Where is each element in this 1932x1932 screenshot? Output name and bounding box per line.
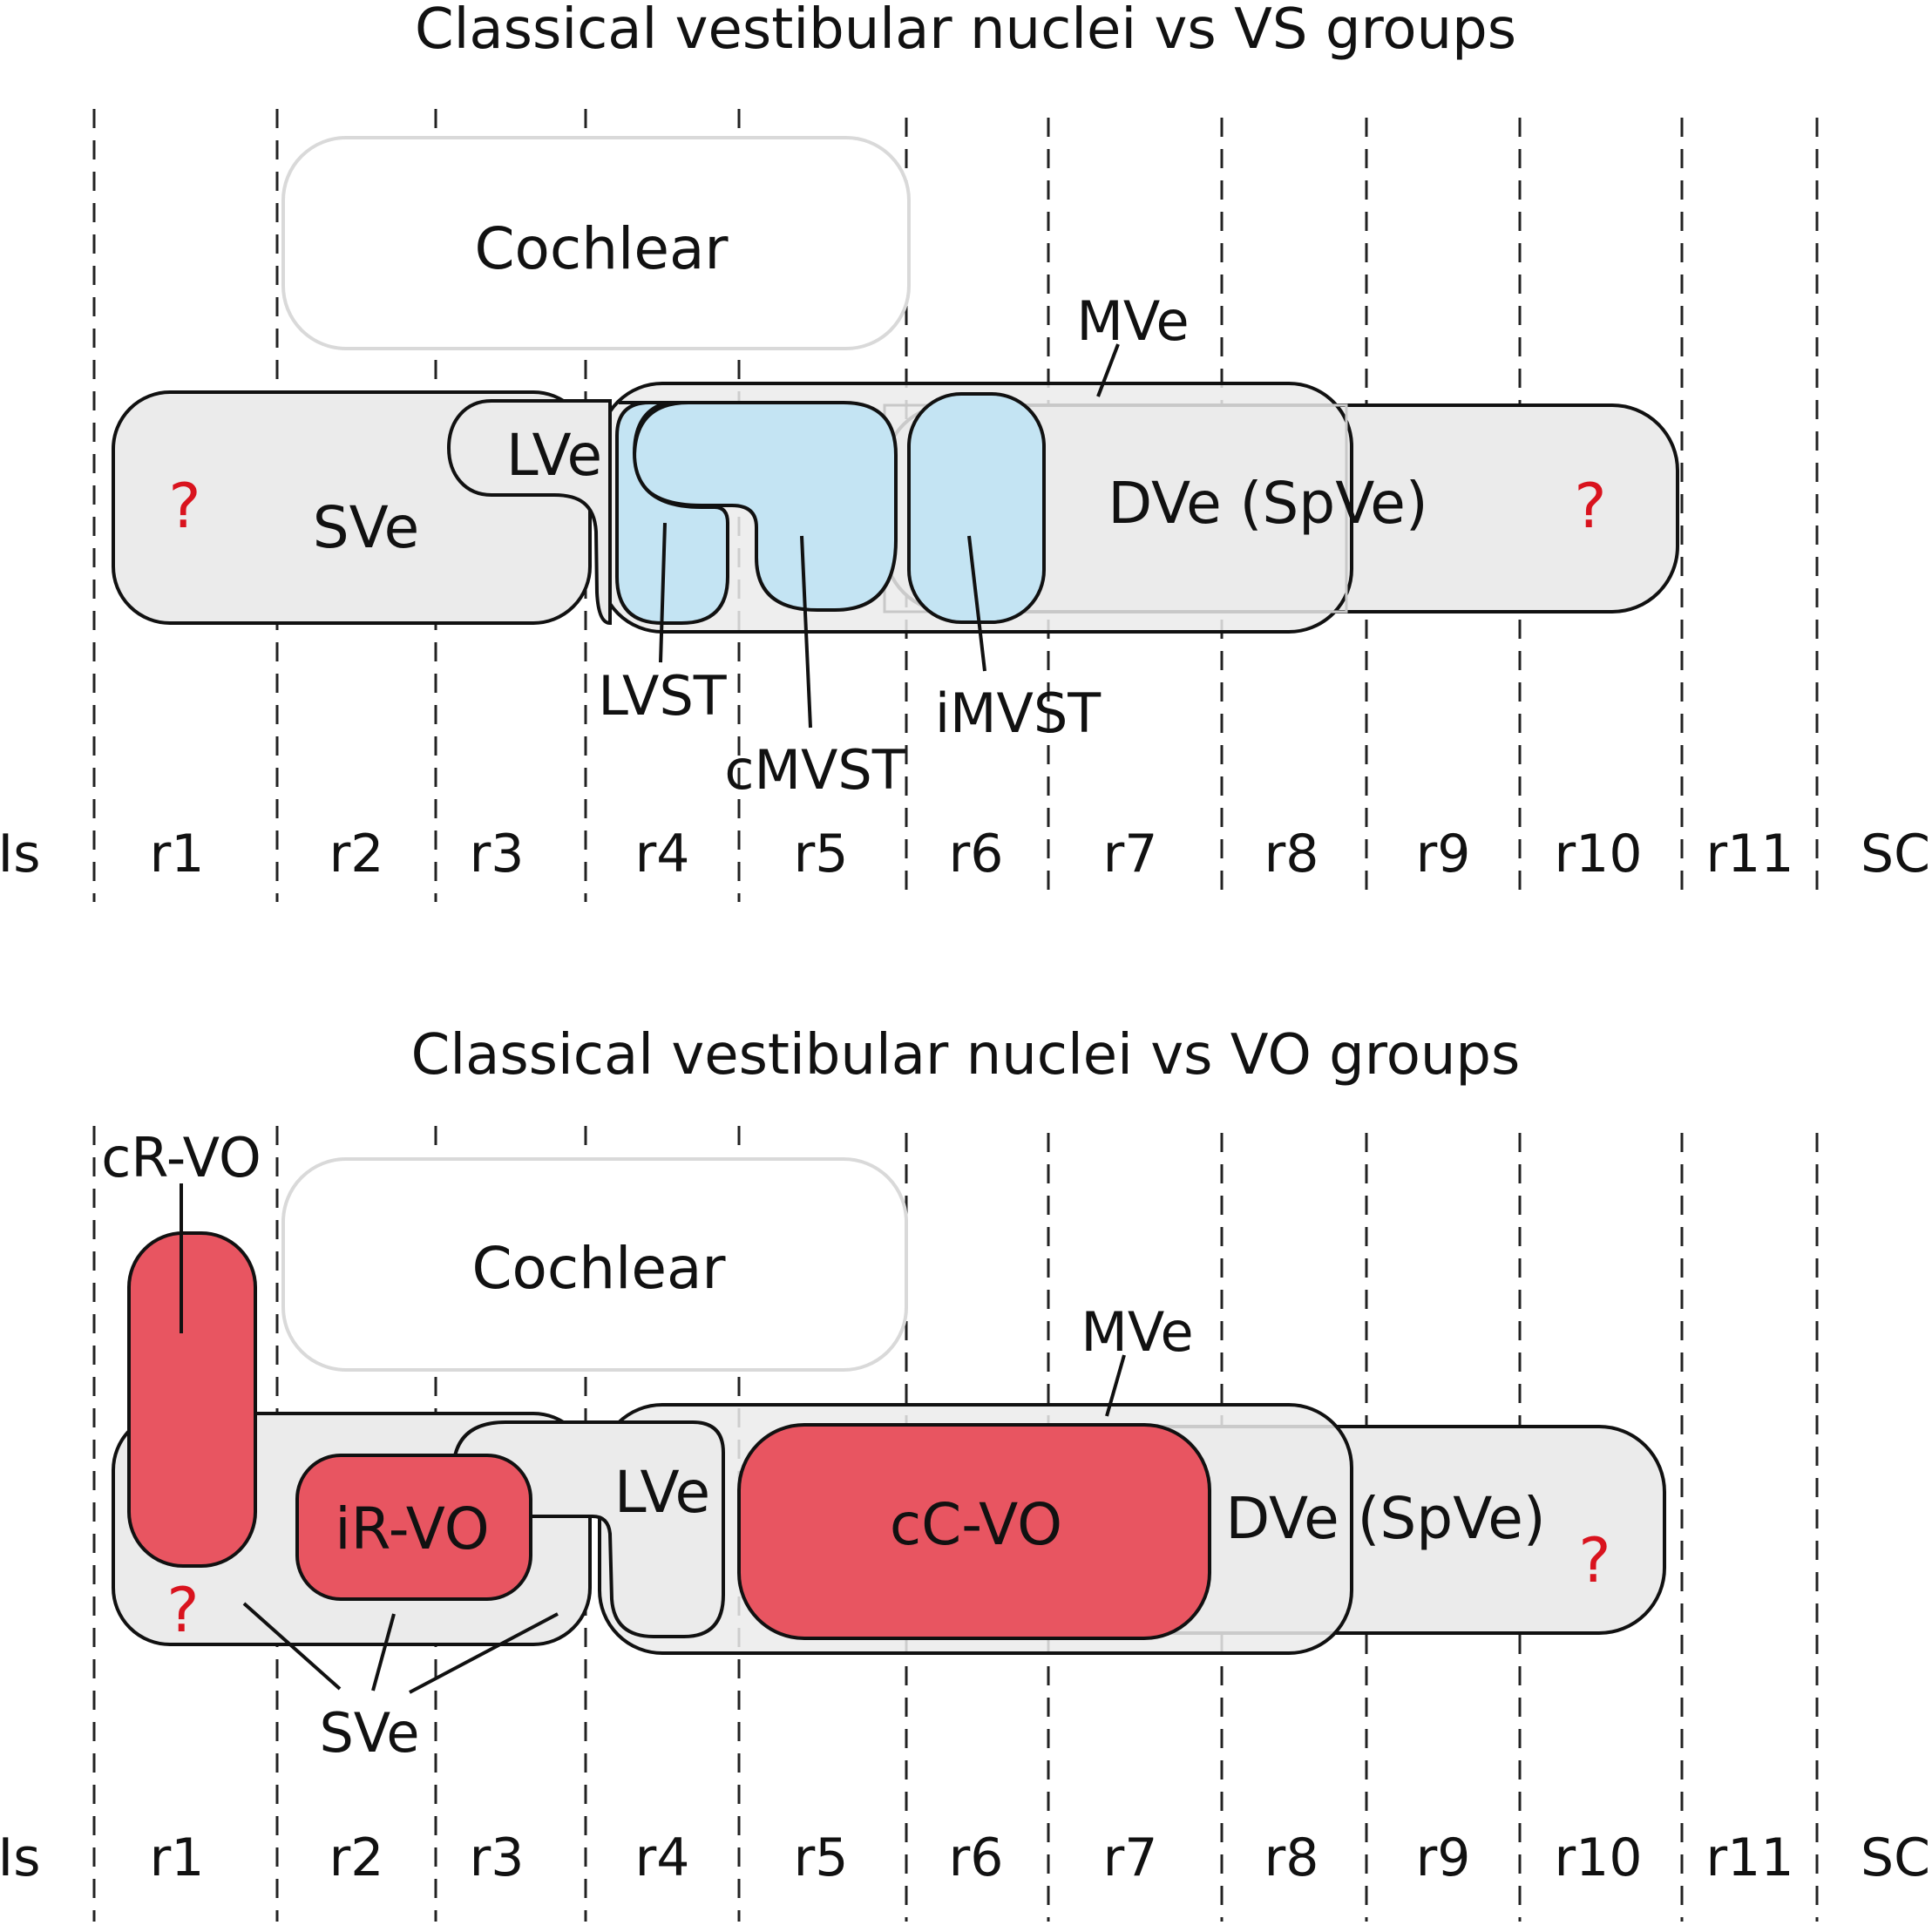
segment-label: r4 [635, 824, 690, 885]
segment-label: r10 [1554, 824, 1642, 885]
segment-label: r6 [949, 1827, 1004, 1888]
cochlear-label: Cochlear [474, 215, 729, 282]
panel-vo-title: Classical vestibular nuclei vs VO groups [411, 1023, 1521, 1088]
segment-label: r7 [1103, 1827, 1158, 1888]
lvst-label: LVST [598, 664, 727, 728]
segment-label: r6 [949, 824, 1004, 885]
segment-label: r1 [150, 1827, 205, 1888]
sve-label: SVe [313, 494, 420, 561]
lve-nucleus [446, 399, 612, 626]
ccvo-label: cC-VO [890, 1491, 1062, 1558]
irvo-label: iR-VO [335, 1495, 489, 1563]
mve-label: MVe [1076, 289, 1189, 353]
imvst-leader [967, 535, 986, 672]
segment-label: r10 [1554, 1827, 1642, 1888]
lve-label-bottom: LVe [614, 1459, 710, 1526]
crvo-label: cR-VO [101, 1126, 261, 1190]
ccvo-group [737, 1423, 1211, 1640]
segment-label: r8 [1264, 824, 1319, 885]
lvst-leader [659, 522, 667, 663]
segment-label: r11 [1705, 1827, 1793, 1888]
question-mark-left-bottom: ? [166, 1575, 199, 1646]
sve-leader-right [409, 1612, 559, 1694]
segment-label: r5 [794, 1827, 849, 1888]
panel-vo: Classical vestibular nuclei vs VO groups… [0, 1023, 1930, 1922]
segment-label: r9 [1416, 1827, 1471, 1888]
crvo-group [127, 1231, 257, 1568]
dve-label: DVe (SpVe) [1108, 470, 1427, 537]
sve-leader-left [242, 1602, 342, 1691]
sve-label-bottom: SVe [319, 1701, 419, 1765]
cmvst-leader [800, 535, 812, 729]
segment-labels-top: Is r1 r2 r3 r4 r5 r6 r7 r8 r9 r10 r11 SC [0, 824, 1930, 885]
sve-leader-middle [371, 1613, 396, 1691]
question-mark-left: ? [168, 471, 200, 542]
mve-leader [1096, 343, 1120, 397]
segment-label: SC [1861, 1827, 1930, 1888]
segment-label: r2 [329, 824, 384, 885]
mve-leader-bottom [1105, 1354, 1126, 1417]
mve-label-bottom: MVe [1081, 1300, 1193, 1364]
cochlear-nucleus [281, 136, 911, 350]
segment-label: SC [1861, 824, 1930, 885]
lve-label: LVe [506, 422, 602, 489]
segment-label: r5 [794, 824, 849, 885]
dve-label-bottom: DVe (SpVe) [1225, 1485, 1545, 1552]
imvst-group [907, 392, 1046, 624]
segment-labels-bottom: Is r1 r2 r3 r4 r5 r6 r7 r8 r9 r10 r11 SC [0, 1827, 1930, 1888]
question-mark-right: ? [1574, 471, 1606, 542]
imvst-label: iMVST [935, 681, 1102, 745]
segment-label: Is [0, 824, 40, 885]
segment-label: r2 [329, 1827, 384, 1888]
panel-vs-title: Classical vestibular nuclei vs VS groups [415, 0, 1516, 62]
segment-label: r4 [635, 1827, 690, 1888]
cmvst-label: cMVST [724, 738, 905, 802]
question-mark-right-bottom: ? [1578, 1525, 1610, 1596]
segment-label: r7 [1103, 824, 1158, 885]
segment-label: r3 [470, 824, 525, 885]
cochlear-nucleus-bottom [281, 1157, 908, 1372]
segment-label: r3 [470, 1827, 525, 1888]
segment-label: r8 [1264, 1827, 1319, 1888]
segment-label: r1 [150, 824, 205, 885]
segment-label: r9 [1416, 824, 1471, 885]
cochlear-label-bottom: Cochlear [471, 1235, 726, 1302]
irvo-group [295, 1454, 532, 1601]
segment-label: Is [0, 1827, 40, 1888]
panel-vs: Classical vestibular nuclei vs VS groups… [0, 0, 1930, 902]
segment-label: r11 [1705, 824, 1793, 885]
